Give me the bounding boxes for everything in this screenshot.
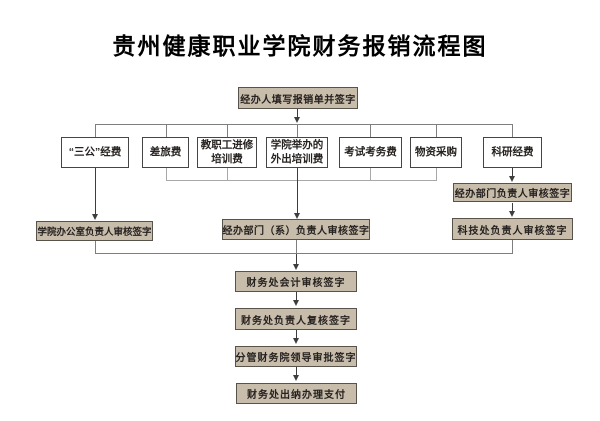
connector-drop-4 <box>297 125 298 137</box>
connector-dept-to-tech <box>512 203 513 211</box>
arrowhead-left-branch <box>92 214 98 220</box>
arrowhead-seq-3 <box>293 375 299 381</box>
connector-start-line <box>297 109 298 117</box>
arrowhead-right-branch <box>509 176 515 182</box>
connector-merge-stub-1 <box>166 168 167 180</box>
connector-drop-5 <box>370 125 371 137</box>
arrowhead-center-branch <box>294 213 300 219</box>
node-travel-expense: 差旅费 <box>142 137 189 168</box>
connector-merge2-stub-2 <box>296 240 297 253</box>
connector-drop-3 <box>227 125 228 137</box>
node-material-purchase: 物资采购 <box>410 137 462 168</box>
connector-drop-1 <box>95 125 96 137</box>
node-staff-training-fee: 教职工进修培训费 <box>197 137 257 168</box>
node-start: 经办人填写报销单并签字 <box>238 87 358 109</box>
node-exam-fee: 考试考务费 <box>339 137 402 168</box>
connector-top-rail <box>95 124 513 125</box>
connector-seq-3 <box>296 367 297 375</box>
connector-left-branch <box>95 168 96 214</box>
node-accountant-review: 财务处会计审核签字 <box>235 271 357 292</box>
connector-seq-1 <box>296 292 297 300</box>
connector-seq-2 <box>296 330 297 338</box>
node-leader-approval: 分管财务院领导审批签字 <box>235 346 357 367</box>
connector-center-branch <box>297 168 298 213</box>
node-office-head-review: 学院办公室负责人审核签字 <box>36 221 153 241</box>
connector-drop-7 <box>512 125 513 137</box>
arrowhead-seq-2 <box>293 338 299 344</box>
page-title: 贵州健康职业学院财务报销流程图 <box>112 34 488 59</box>
node-finance-head-review: 财务处负责人复核签字 <box>235 308 357 330</box>
arrowhead-seq-1 <box>293 300 299 306</box>
connector-drop-2 <box>166 125 167 137</box>
arrowhead-to-accountant <box>293 264 299 270</box>
connector-merge2-rail <box>95 253 513 254</box>
connector-to-accountant <box>296 254 297 264</box>
connector-merge-rail <box>166 180 437 181</box>
node-cashier-payment: 财务处出纳办理支付 <box>236 383 357 404</box>
connector-merge2-stub-1 <box>95 241 96 253</box>
connector-right-branch <box>512 168 513 176</box>
node-tech-dept-review: 科技处负责人审核签字 <box>452 218 573 240</box>
connector-merge-stub-3 <box>370 168 371 180</box>
node-external-training-fee: 学院举办的外出培训费 <box>266 137 328 168</box>
connector-merge2-stub-3 <box>512 240 513 253</box>
arrowhead-start <box>294 117 300 123</box>
connector-drop-6 <box>436 125 437 137</box>
node-dept-sys-head-review: 经办部门（系）负责人审核签字 <box>222 219 370 240</box>
connector-merge-stub-4 <box>436 168 437 180</box>
node-sangong-funds: “三公”经费 <box>61 137 129 168</box>
node-dept-head-review: 经办部门负责人审核签字 <box>453 183 572 202</box>
node-research-funds: 科研经费 <box>483 137 542 168</box>
connector-merge-stub-2 <box>227 168 228 180</box>
arrowhead-dept-to-tech <box>509 211 515 217</box>
